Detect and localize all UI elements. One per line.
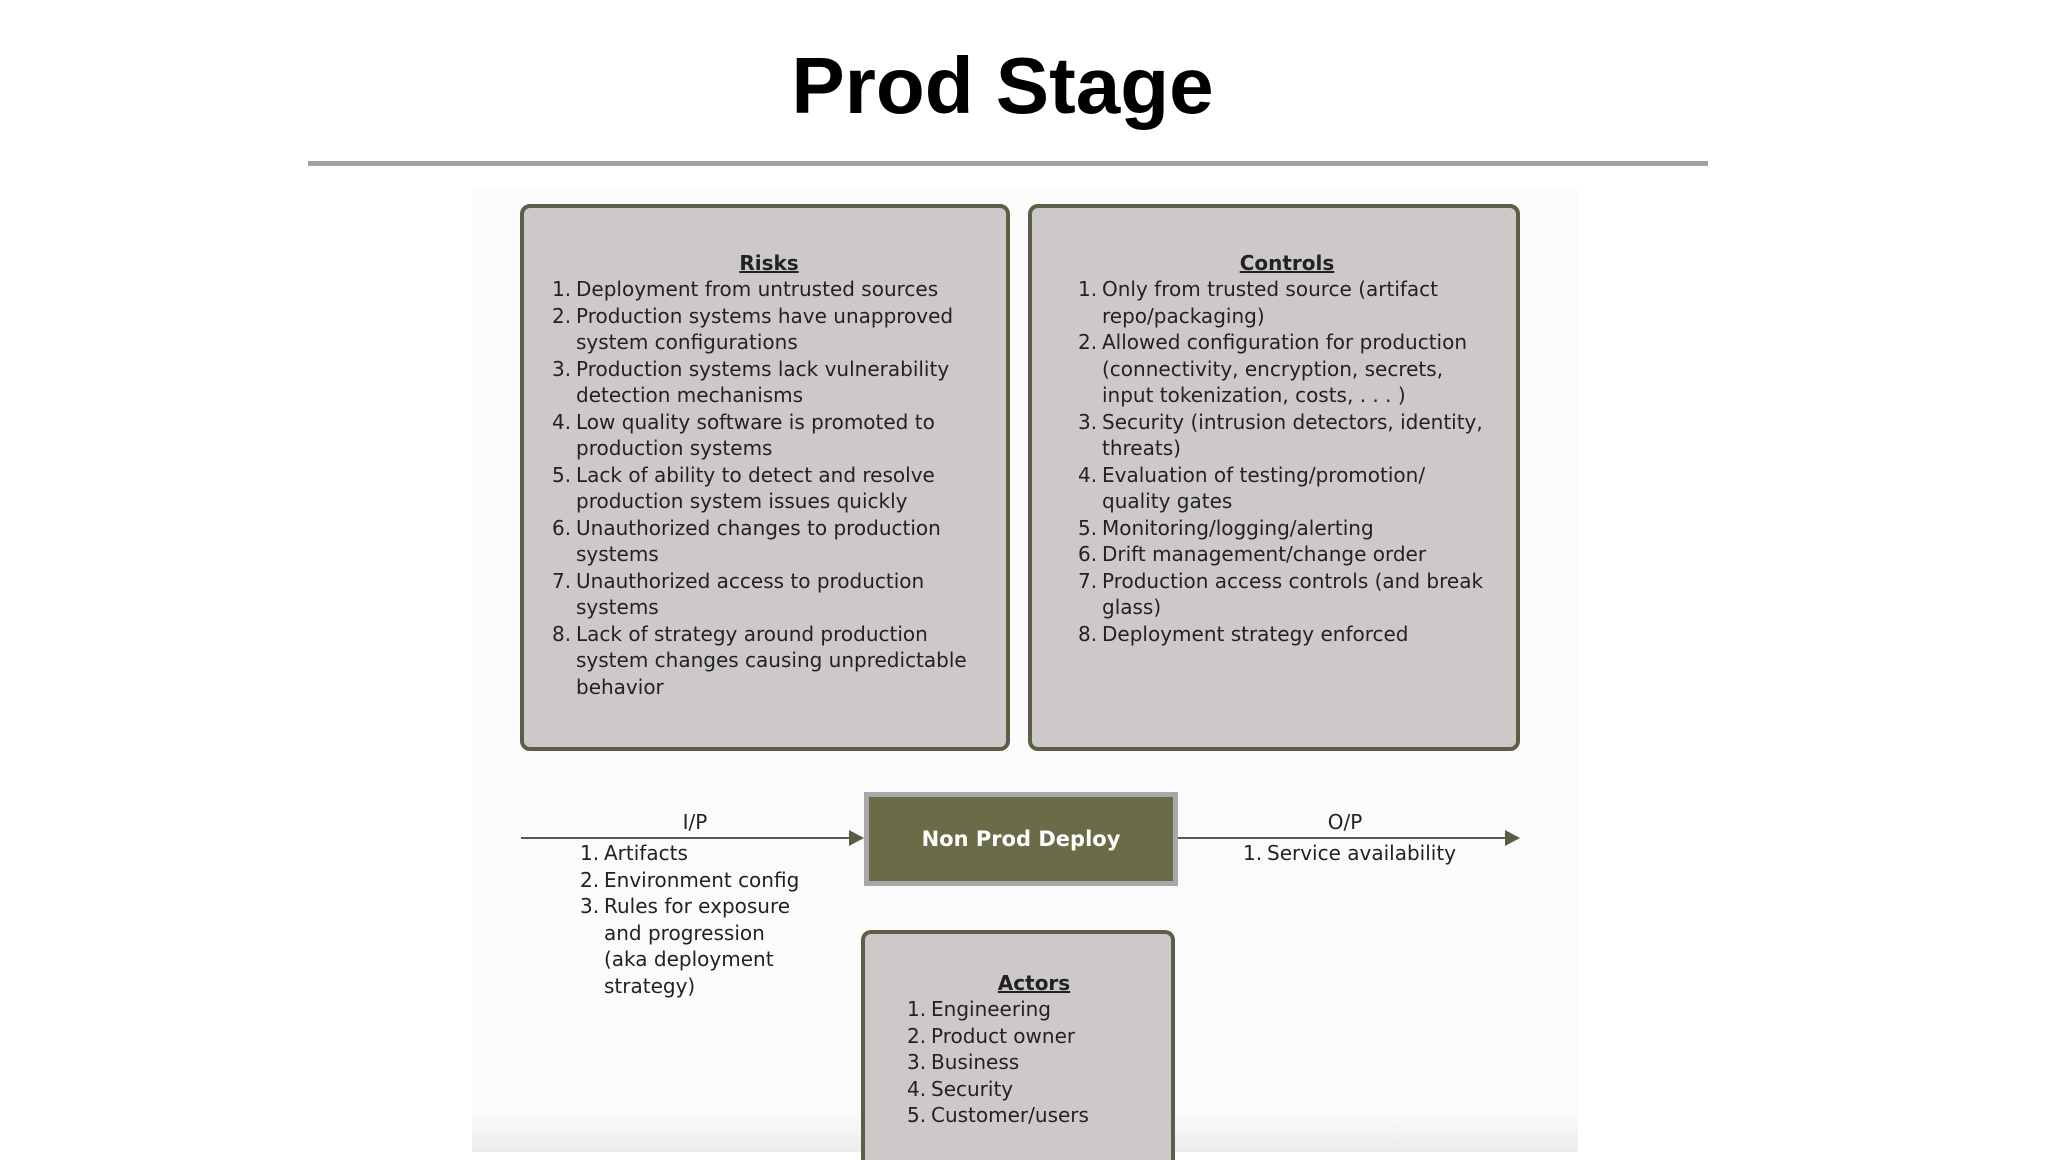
item-text: Lack of strategy around production syste…: [576, 621, 967, 699]
controls-heading: Controls: [1239, 251, 1335, 275]
controls-box: Controls 1.Only from trusted source (art…: [1028, 204, 1520, 751]
output-list: 1.Service availability: [1243, 840, 1503, 867]
item-number: 1.: [552, 277, 572, 301]
controls-list: 1.Only from trusted source (artifact rep…: [1078, 276, 1496, 647]
actors-box: Actors 1.Engineering 2.Product owner 3.B…: [861, 930, 1175, 1160]
input-arrowhead-icon: [849, 830, 864, 846]
control-item: 8.Deployment strategy enforced: [1078, 621, 1496, 648]
item-number: 3.: [580, 894, 600, 918]
item-text: Security: [931, 1076, 1014, 1101]
input-item: 2.Environment config: [580, 867, 830, 894]
item-text: Monitoring/logging/alerting: [1102, 515, 1374, 540]
item-text: Unauthorized access to production system…: [576, 568, 925, 620]
item-number: 7.: [552, 568, 572, 593]
item-number: 1.: [1078, 277, 1098, 301]
risk-item: 8.Lack of strategy around production sys…: [552, 621, 986, 701]
item-text: Unauthorized changes to production syste…: [576, 515, 941, 567]
risk-item: 3.Production systems lack vulnerability …: [552, 356, 986, 409]
item-number: 5.: [907, 1103, 927, 1127]
item-text: Evaluation of testing/promotion/ quality…: [1102, 462, 1426, 514]
item-number: 1.: [1243, 841, 1263, 865]
item-number: 2.: [580, 867, 600, 892]
risk-item: 2.Production systems have unapproved sys…: [552, 303, 986, 356]
actor-item: 3.Business: [907, 1049, 1161, 1076]
item-text: Low quality software is promoted to prod…: [576, 409, 935, 461]
actors-heading: Actors: [997, 971, 1071, 995]
item-text: Deployment strategy enforced: [1102, 621, 1409, 646]
item-text: Production access controls (and break gl…: [1102, 568, 1484, 620]
slide-title: Prod Stage: [791, 41, 1214, 130]
title-divider: [308, 161, 1708, 166]
output-label: O/P: [1327, 810, 1363, 834]
item-text: Service availability: [1267, 841, 1457, 865]
item-text: Lack of ability to detect and resolve pr…: [576, 462, 935, 514]
item-number: 2.: [907, 1023, 927, 1048]
actors-list: 1.Engineering 2.Product owner 3.Business…: [907, 996, 1161, 1129]
control-item: 5.Monitoring/logging/alerting: [1078, 515, 1496, 542]
item-text: Drift management/change order: [1102, 542, 1427, 566]
item-number: 4.: [552, 409, 572, 434]
actor-item: 4.Security: [907, 1076, 1161, 1103]
control-item: 1.Only from trusted source (artifact rep…: [1078, 276, 1496, 329]
item-number: 1.: [907, 997, 927, 1021]
item-text: Engineering: [931, 997, 1051, 1021]
item-number: 7.: [1078, 568, 1098, 593]
process-box: Non Prod Deploy: [864, 792, 1178, 886]
item-number: 6.: [1078, 542, 1098, 566]
item-number: 4.: [907, 1076, 927, 1101]
item-number: 3.: [552, 356, 572, 381]
risk-item: 4.Low quality software is promoted to pr…: [552, 409, 986, 462]
risks-list: 1.Deployment from untrusted sources 2.Pr…: [552, 276, 986, 700]
item-number: 1.: [580, 841, 600, 865]
actor-item: 5.Customer/users: [907, 1102, 1161, 1129]
control-item: 7.Production access controls (and break …: [1078, 568, 1496, 621]
actor-item: 2.Product owner: [907, 1023, 1161, 1050]
item-number: 8.: [1078, 621, 1098, 646]
item-text: Artifacts: [604, 841, 688, 865]
item-text: Customer/users: [931, 1103, 1089, 1127]
risks-box: Risks 1.Deployment from untrusted source…: [520, 204, 1010, 751]
control-item: 4.Evaluation of testing/promotion/ quali…: [1078, 462, 1496, 515]
risk-item: 7.Unauthorized access to production syst…: [552, 568, 986, 621]
item-number: 4.: [1078, 462, 1098, 487]
input-item: 1.Artifacts: [580, 840, 830, 867]
item-number: 2.: [1078, 330, 1098, 354]
item-text: Environment config: [604, 867, 800, 892]
item-number: 5.: [552, 462, 572, 487]
item-text: Only from trusted source (artifact repo/…: [1102, 277, 1439, 328]
risks-heading: Risks: [739, 251, 799, 275]
item-text: Production systems have unapproved syste…: [576, 303, 954, 355]
input-item: 3.Rules for exposure and progression (ak…: [580, 893, 830, 999]
item-number: 5.: [1078, 515, 1098, 540]
item-text: Deployment from untrusted sources: [576, 277, 939, 301]
item-text: Rules for exposure and progression (aka …: [604, 894, 791, 998]
control-item: 2.Allowed configuration for production (…: [1078, 329, 1496, 409]
item-text: Allowed configuration for production (co…: [1102, 330, 1468, 407]
item-number: 8.: [552, 621, 572, 646]
risk-item: 1.Deployment from untrusted sources: [552, 276, 986, 303]
input-label: I/P: [682, 810, 708, 834]
item-number: 3.: [907, 1050, 927, 1074]
output-item: 1.Service availability: [1243, 840, 1503, 867]
output-arrowhead-icon: [1505, 830, 1520, 846]
input-list: 1.Artifacts 2.Environment config 3.Rules…: [580, 840, 830, 999]
item-text: Security (intrusion detectors, identity,…: [1102, 409, 1483, 461]
output-arrow-line: [1178, 837, 1508, 839]
risk-item: 5.Lack of ability to detect and resolve …: [552, 462, 986, 515]
input-arrow-line: [521, 837, 851, 839]
item-text: Product owner: [931, 1023, 1076, 1048]
item-number: 3.: [1078, 409, 1098, 434]
control-item: 6.Drift management/change order: [1078, 541, 1496, 568]
item-number: 6.: [552, 515, 572, 540]
actor-item: 1.Engineering: [907, 996, 1161, 1023]
item-text: Business: [931, 1050, 1020, 1074]
risk-item: 6.Unauthorized changes to production sys…: [552, 515, 986, 568]
item-number: 2.: [552, 303, 572, 328]
item-text: Production systems lack vulnerability de…: [576, 356, 950, 408]
control-item: 3.Security (intrusion detectors, identit…: [1078, 409, 1496, 462]
